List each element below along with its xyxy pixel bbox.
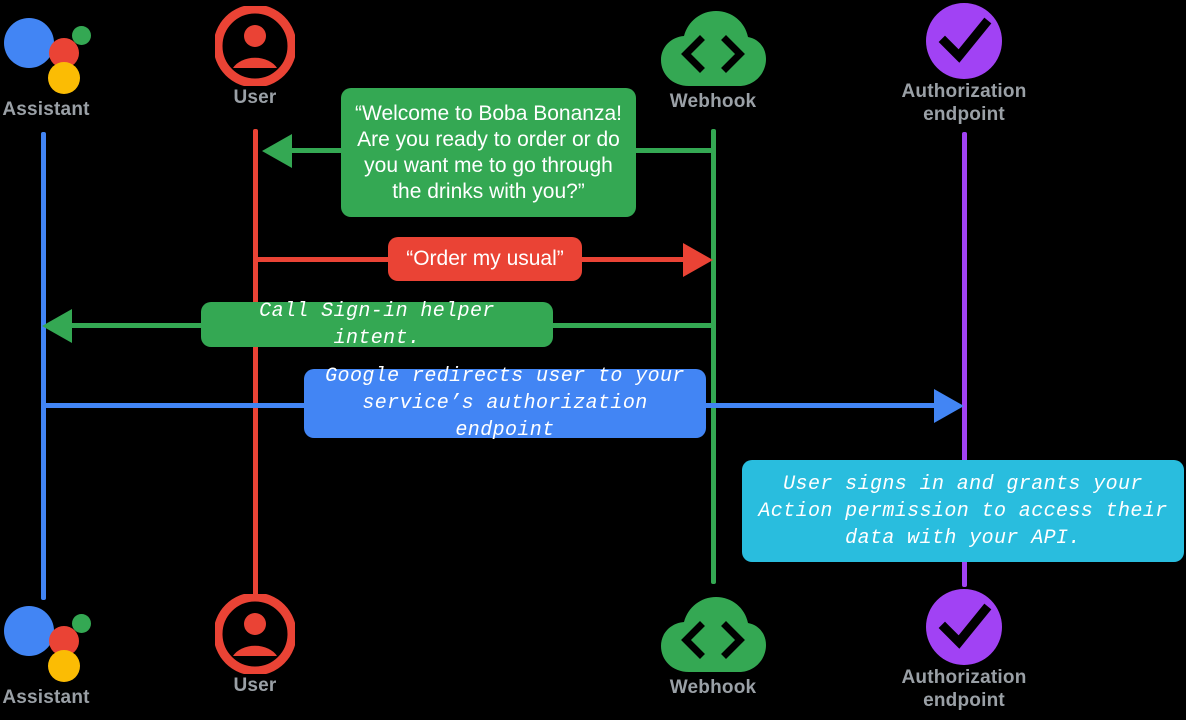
message-bubble-welcome: “Welcome to Boba Bonanza! Are you ready … (341, 88, 636, 217)
actor-label-webhook: Webhook (669, 91, 757, 112)
lifeline-auth (962, 132, 967, 587)
arrow-head-redirect (934, 389, 964, 423)
assistant-dot-green (72, 26, 91, 45)
assistant-dot-blue (4, 18, 54, 68)
arrow-head-signin (42, 309, 72, 343)
cloud-code-icon-bottom (658, 594, 768, 676)
lifeline-user (253, 129, 258, 600)
actor-label-assistant: Assistant (2, 99, 90, 120)
actor-auth-top: Authorization endpoint (864, 2, 1064, 126)
actor-assistant-top: Assistant (0, 6, 92, 121)
message-bubble-grant: User signs in and grants your Action per… (742, 460, 1184, 562)
actor-label-webhook-bottom: Webhook (669, 677, 757, 698)
actor-assistant-bottom: Assistant (0, 594, 92, 709)
message-bubble-signin: Call Sign-in helper intent. (201, 300, 553, 350)
user-avatar-icon (213, 4, 297, 88)
purple-check-icon-bottom (925, 588, 1003, 666)
google-assistant-logo (0, 6, 92, 98)
arrow-head-welcome (262, 134, 292, 168)
google-assistant-logo-bottom (0, 594, 92, 686)
actor-label-user-bottom: User (233, 675, 277, 696)
actor-webhook-bottom: Webhook (633, 594, 793, 699)
actor-user-bottom: User (195, 592, 315, 697)
message-bubble-redirect: Google redirects user to your service’s … (304, 365, 706, 442)
lifeline-webhook (711, 129, 716, 584)
actor-auth-bottom: Authorization endpoint (864, 588, 1064, 712)
cloud-code-icon (658, 8, 768, 90)
actor-user-top: User (195, 4, 315, 109)
user-avatar-icon-bottom (213, 592, 297, 676)
assistant-dot-blue (4, 606, 54, 656)
assistant-dot-yellow (48, 62, 80, 94)
arrow-head-order (683, 243, 713, 277)
actor-label-auth: Authorization endpoint (901, 81, 1027, 125)
actor-label-user: User (233, 87, 277, 108)
actor-label-auth-bottom: Authorization endpoint (901, 667, 1027, 711)
assistant-dot-yellow (48, 650, 80, 682)
message-bubble-order: “Order my usual” (388, 237, 582, 281)
lifeline-assistant (41, 132, 46, 600)
assistant-dot-green (72, 614, 91, 633)
actor-label-assistant-bottom: Assistant (2, 687, 90, 708)
actor-webhook-top: Webhook (633, 8, 793, 113)
purple-check-icon (925, 2, 1003, 80)
